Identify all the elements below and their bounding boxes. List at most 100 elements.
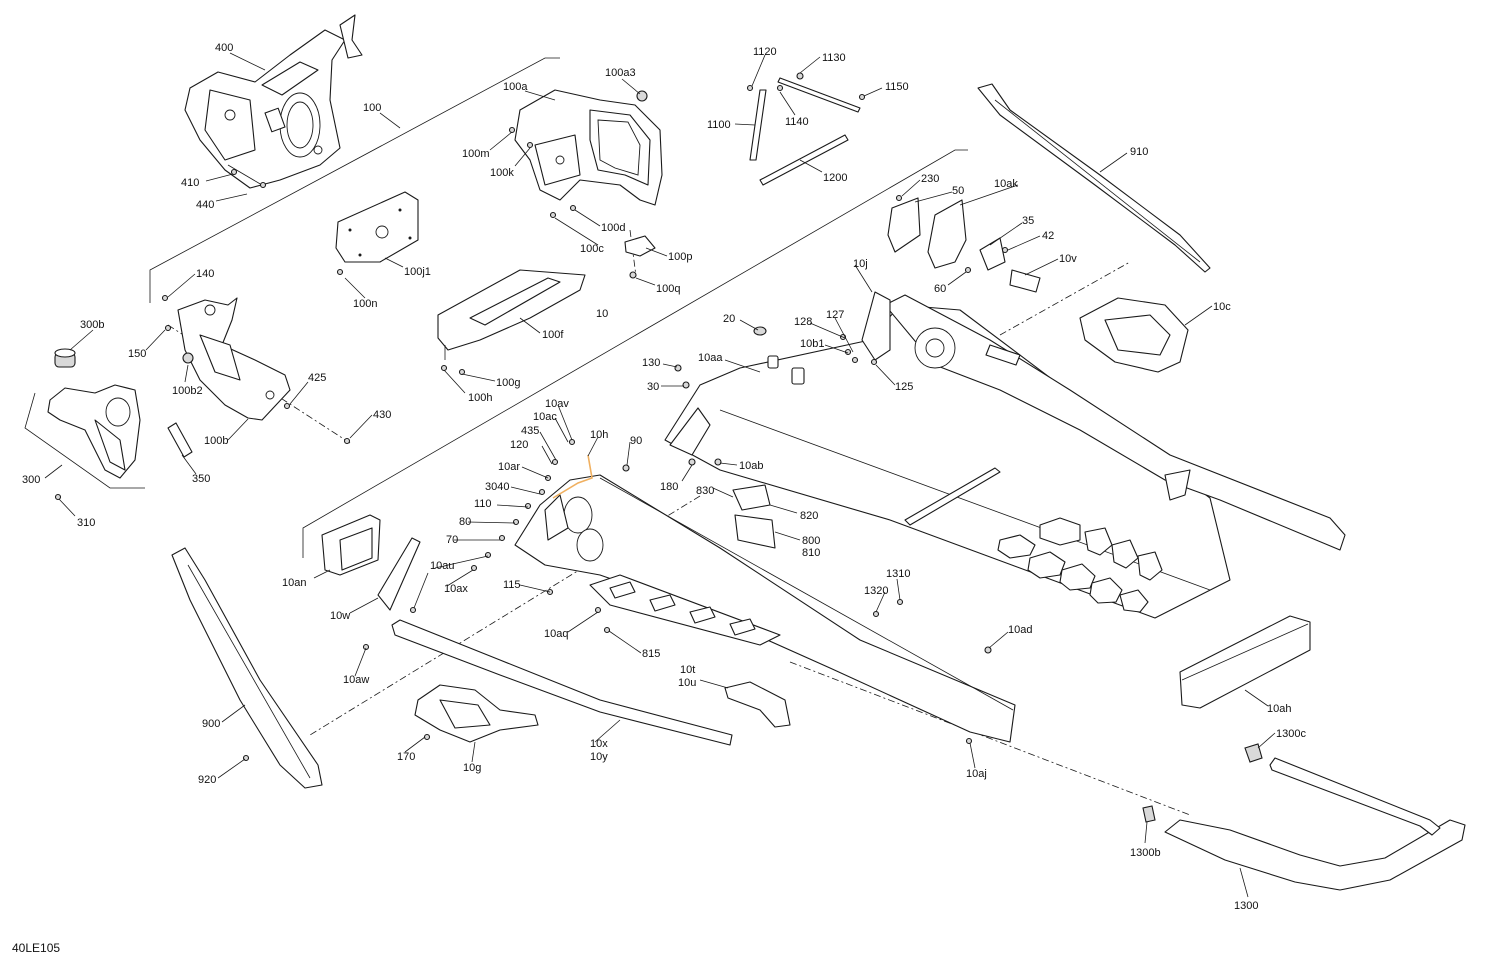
callout-80: 80: [459, 516, 471, 528]
callout-300b: 300b: [80, 319, 104, 331]
callout-90: 90: [630, 435, 642, 447]
callout-815: 815: [642, 648, 660, 660]
callout-100b2: 100b2: [172, 385, 203, 397]
callout-10aq: 10aq: [544, 628, 568, 640]
part-400-bulkhead: [184, 14, 363, 189]
callout-10u: 10u: [678, 677, 696, 689]
leader-lines: [44, 52, 1276, 898]
callout-20: 20: [723, 313, 735, 325]
part-10c-cover: [1079, 297, 1189, 373]
callout-10y: 10y: [590, 751, 608, 763]
callout-810: 810: [802, 547, 820, 559]
callout-10v: 10v: [1059, 253, 1077, 265]
callout-1320: 1320: [864, 585, 888, 597]
callout-10au: 10au: [430, 560, 454, 572]
callout-10t: 10t: [680, 664, 695, 676]
part-100f-bracket: [437, 269, 586, 360]
callout-430: 430: [373, 409, 391, 421]
callout-1130: 1130: [822, 52, 846, 64]
part-10w-arm: [377, 537, 421, 611]
callout-100c: 100c: [580, 243, 604, 255]
callout-310: 310: [77, 517, 95, 529]
callout-10h: 10h: [590, 429, 608, 441]
callout-440: 440: [196, 199, 214, 211]
callout-10b1: 10b1: [800, 338, 824, 350]
callout-100g: 100g: [496, 377, 520, 389]
part-350-pin: [167, 422, 193, 458]
callout-10x: 10x: [590, 738, 608, 750]
part-910-rail: [977, 83, 1211, 273]
callout-10aw: 10aw: [343, 674, 369, 686]
callout-10ax: 10ax: [444, 583, 468, 595]
part-10-left-rail: [514, 474, 1016, 743]
callout-140: 140: [196, 268, 214, 280]
callout-10aa: 10aa: [698, 352, 723, 364]
part-10ah-beam: [1179, 615, 1311, 709]
callout-128: 128: [794, 316, 812, 328]
callout-50: 50: [952, 185, 964, 197]
callout-910: 910: [1130, 146, 1148, 158]
callout-10ar: 10ar: [498, 461, 520, 473]
parts-tunnel-brackets: [887, 197, 1041, 293]
callout-170: 170: [397, 751, 415, 763]
part-1300-bumper: [1142, 743, 1466, 891]
part-10t-guard: [724, 681, 791, 728]
part-10x-strip: [391, 619, 733, 746]
callout-10av: 10av: [545, 398, 569, 410]
figure-code: 40LE105: [12, 941, 61, 955]
callout-350: 350: [192, 473, 210, 485]
callout-800: 800: [802, 535, 820, 547]
part-100j1-panel: [335, 191, 419, 263]
part-10-right-rail: [884, 294, 1346, 551]
callout-3040: 3040: [485, 481, 509, 493]
callout-10an: 10an: [282, 577, 306, 589]
part-100a-bulkhead: [514, 89, 663, 206]
callout-1310: 1310: [886, 568, 910, 580]
callout-70: 70: [446, 534, 458, 546]
callout-1140: 1140: [785, 116, 809, 128]
callout-100f: 100f: [542, 329, 564, 341]
tunnel-vent-slots: [997, 517, 1163, 613]
callout-10: 10: [596, 308, 608, 320]
callout-10ah: 10ah: [1267, 703, 1291, 715]
callout-10j: 10j: [853, 258, 868, 270]
callout-300: 300: [22, 474, 40, 486]
part-300-bracket: [47, 348, 141, 479]
callout-1150: 1150: [885, 81, 909, 93]
part-10h-highlight: [552, 454, 593, 499]
callout-125: 125: [895, 381, 913, 393]
callout-230: 230: [921, 173, 939, 185]
callout-10aj: 10aj: [966, 768, 987, 780]
part-10j-plate: [861, 291, 891, 361]
callout-42: 42: [1042, 230, 1054, 242]
part-10an-vent: [321, 514, 381, 576]
callout-labels: 400 100 100a3 100a 100m 100k 100d 100c 1…: [22, 42, 1306, 912]
callout-10ab: 10ab: [739, 460, 763, 472]
group-brackets: [24, 57, 968, 558]
callout-115: 115: [503, 579, 521, 591]
callout-920: 920: [198, 774, 216, 786]
callout-100n: 100n: [353, 298, 377, 310]
callout-100h: 100h: [468, 392, 492, 404]
callout-435: 435: [521, 425, 539, 437]
callout-425: 425: [308, 372, 326, 384]
callout-100: 100: [363, 102, 381, 114]
callout-410: 410: [181, 177, 199, 189]
callout-10ac: 10ac: [533, 411, 557, 423]
callout-1300: 1300: [1234, 900, 1258, 912]
callout-10c: 10c: [1213, 301, 1231, 313]
part-100b-bracket: [177, 297, 291, 421]
callout-100j1: 100j1: [404, 266, 431, 278]
callout-1300b: 1300b: [1130, 847, 1161, 859]
callout-100q: 100q: [656, 283, 680, 295]
callout-900: 900: [202, 718, 220, 730]
callout-100k: 100k: [490, 167, 514, 179]
callout-30: 30: [647, 381, 659, 393]
callout-1200: 1200: [823, 172, 847, 184]
callout-100m: 100m: [462, 148, 490, 160]
fasteners: [54, 84, 1009, 762]
callout-10g: 10g: [463, 762, 481, 774]
callout-1120: 1120: [753, 46, 777, 58]
callout-10w: 10w: [330, 610, 350, 622]
callout-180: 180: [660, 481, 678, 493]
